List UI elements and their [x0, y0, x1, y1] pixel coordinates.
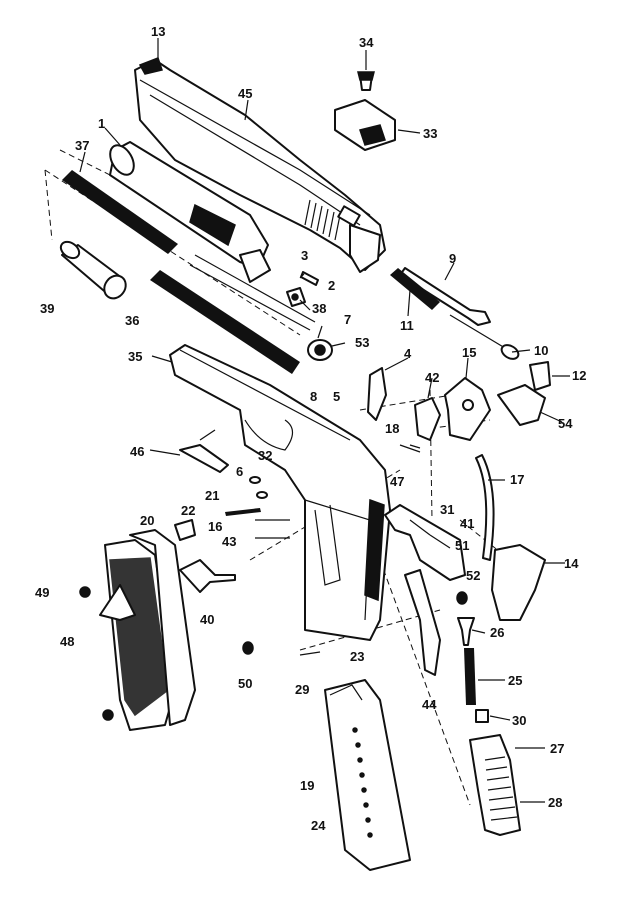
label-52: 52	[466, 568, 480, 583]
label-31: 31	[440, 502, 454, 517]
grip-panel-right	[129, 529, 196, 726]
part-4	[367, 367, 387, 421]
leader-lines	[79, 38, 570, 803]
label-37: 37	[75, 138, 89, 153]
slide	[134, 57, 386, 273]
label-4: 4	[404, 346, 412, 361]
label-33: 33	[423, 126, 437, 141]
part-12	[529, 361, 551, 391]
label-8: 8	[310, 389, 317, 404]
label-35: 35	[128, 349, 142, 364]
mainspring-housing	[469, 734, 521, 836]
sear	[399, 397, 441, 453]
label-48: 48	[60, 634, 74, 649]
label-50: 50	[238, 676, 252, 691]
label-18: 18	[385, 421, 399, 436]
hammer-spring	[475, 454, 495, 561]
barrel	[109, 141, 271, 283]
frame	[169, 344, 391, 641]
label-26: 26	[490, 625, 504, 640]
hammer	[444, 377, 546, 441]
housing-parts	[456, 591, 489, 723]
assembly-lines	[44, 149, 511, 806]
rear-sight	[334, 71, 396, 151]
slide-serrations	[304, 199, 341, 241]
label-24: 24	[311, 818, 326, 833]
barrel-bushing	[59, 240, 127, 300]
small-parts	[174, 429, 421, 656]
label-47: 47	[390, 474, 404, 489]
label-34: 34	[359, 35, 374, 50]
label-3: 3	[301, 248, 308, 263]
label-29: 29	[295, 682, 309, 697]
label-20: 20	[140, 513, 154, 528]
trigger-group	[384, 504, 466, 676]
label-23: 23	[350, 649, 364, 664]
grip-panel-left	[99, 539, 176, 731]
label-9: 9	[449, 251, 456, 266]
grip-safety	[491, 544, 546, 621]
label-13: 13	[151, 24, 165, 39]
recoil-spring-37	[62, 170, 178, 254]
label-16: 16	[208, 519, 222, 534]
label-39: 39	[40, 301, 54, 316]
label-25: 25	[508, 673, 522, 688]
label-46: 46	[130, 444, 144, 459]
label-54: 54	[558, 416, 573, 431]
label-41: 41	[460, 516, 474, 531]
recoil-spring-36	[150, 270, 300, 374]
barrel-link	[286, 271, 319, 307]
label-38: 38	[312, 301, 326, 316]
label-32: 32	[258, 448, 272, 463]
label-53: 53	[355, 335, 369, 350]
label-40: 40	[200, 612, 214, 627]
grip-screws	[79, 586, 114, 721]
housing-serrations	[484, 756, 518, 821]
label-44: 44	[422, 697, 437, 712]
label-7: 7	[344, 312, 351, 327]
label-27: 27	[550, 741, 564, 756]
label-10: 10	[534, 343, 548, 358]
label-17: 17	[510, 472, 524, 487]
label-21: 21	[205, 488, 219, 503]
label-1: 1	[98, 116, 105, 131]
label-19: 19	[300, 778, 314, 793]
magazine	[324, 679, 411, 871]
label-51: 51	[455, 538, 469, 553]
label-6: 6	[236, 464, 243, 479]
label-15: 15	[462, 345, 476, 360]
label-2: 2	[328, 278, 335, 293]
label-30: 30	[512, 713, 526, 728]
label-36: 36	[125, 313, 139, 328]
label-28: 28	[548, 795, 562, 810]
firing-pin-assembly	[390, 267, 520, 360]
label-14: 14	[564, 556, 579, 571]
label-43: 43	[222, 534, 236, 549]
label-42: 42	[425, 370, 439, 385]
label-22: 22	[181, 503, 195, 518]
label-5: 5	[333, 389, 340, 404]
label-12: 12	[572, 368, 586, 383]
label-11: 11	[400, 318, 414, 333]
recoil-guide	[189, 254, 333, 361]
label-49: 49	[35, 585, 49, 600]
label-45: 45	[238, 86, 252, 101]
part-number-labels: 13 45 1 37 34 33 9 11 10 12 54 15 42 3 2…	[35, 24, 586, 833]
